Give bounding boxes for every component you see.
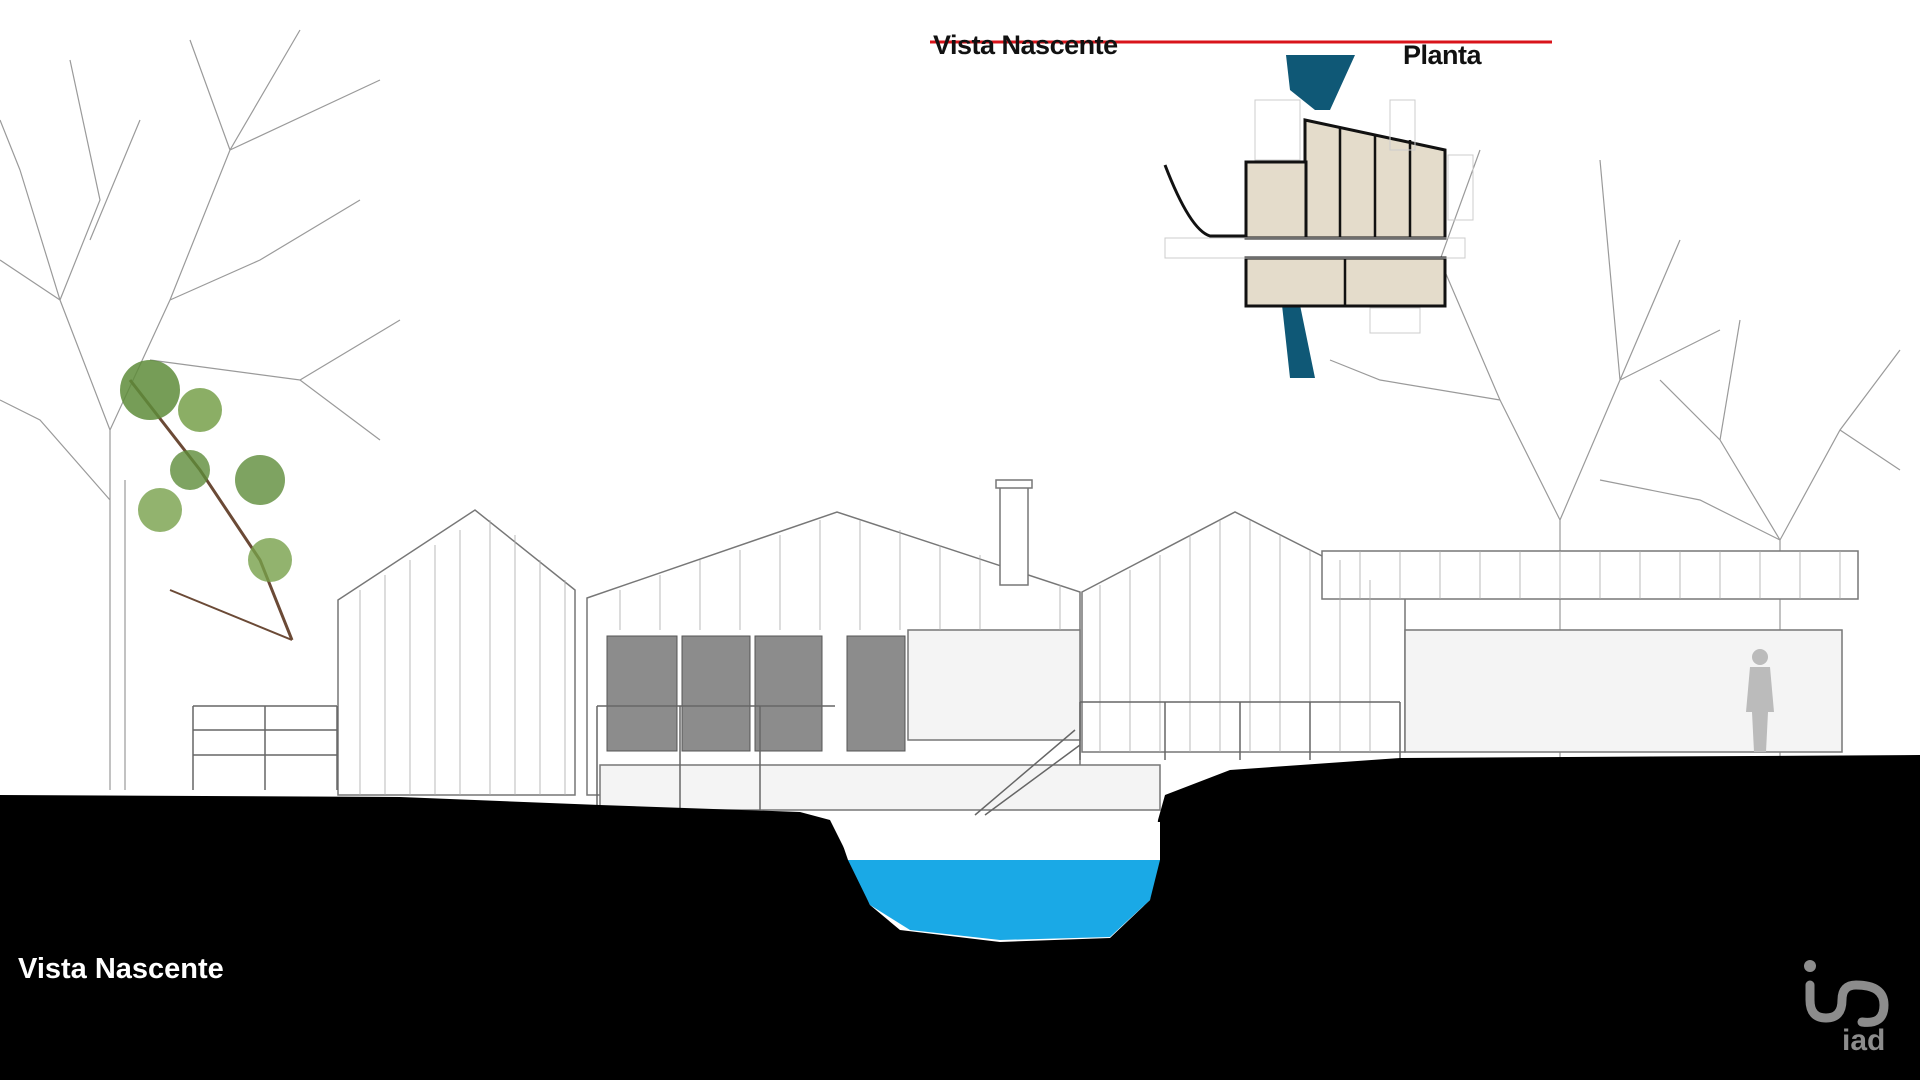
window [846, 635, 906, 752]
plan-water [1282, 55, 1355, 378]
window [681, 635, 751, 752]
pergola [1321, 550, 1859, 600]
cladding-lines [359, 520, 1841, 795]
railings [192, 701, 1401, 816]
bare-tree-right [1329, 149, 1901, 790]
window [754, 635, 823, 752]
left-gable-block [337, 509, 576, 796]
logo-text: iad [1842, 1024, 1886, 1057]
pool-water [848, 860, 1160, 940]
right-gable-block [1081, 511, 1406, 753]
caption-title: Vista Nascente [18, 953, 224, 985]
chimney [999, 484, 1029, 586]
plan-title: Planta [1403, 40, 1482, 70]
iad-logo [1804, 960, 1889, 1027]
view-title: Vista Nascente [933, 30, 1118, 60]
green-tree [120, 360, 302, 680]
window [606, 635, 678, 752]
person-silhouette [1746, 649, 1774, 752]
ground [0, 755, 1920, 1080]
floor-plan [1163, 55, 1474, 378]
windows [606, 635, 906, 752]
stone-wall-right [1404, 629, 1843, 753]
bare-tree-left [0, 29, 401, 790]
stone-wall-middle [907, 629, 1081, 741]
